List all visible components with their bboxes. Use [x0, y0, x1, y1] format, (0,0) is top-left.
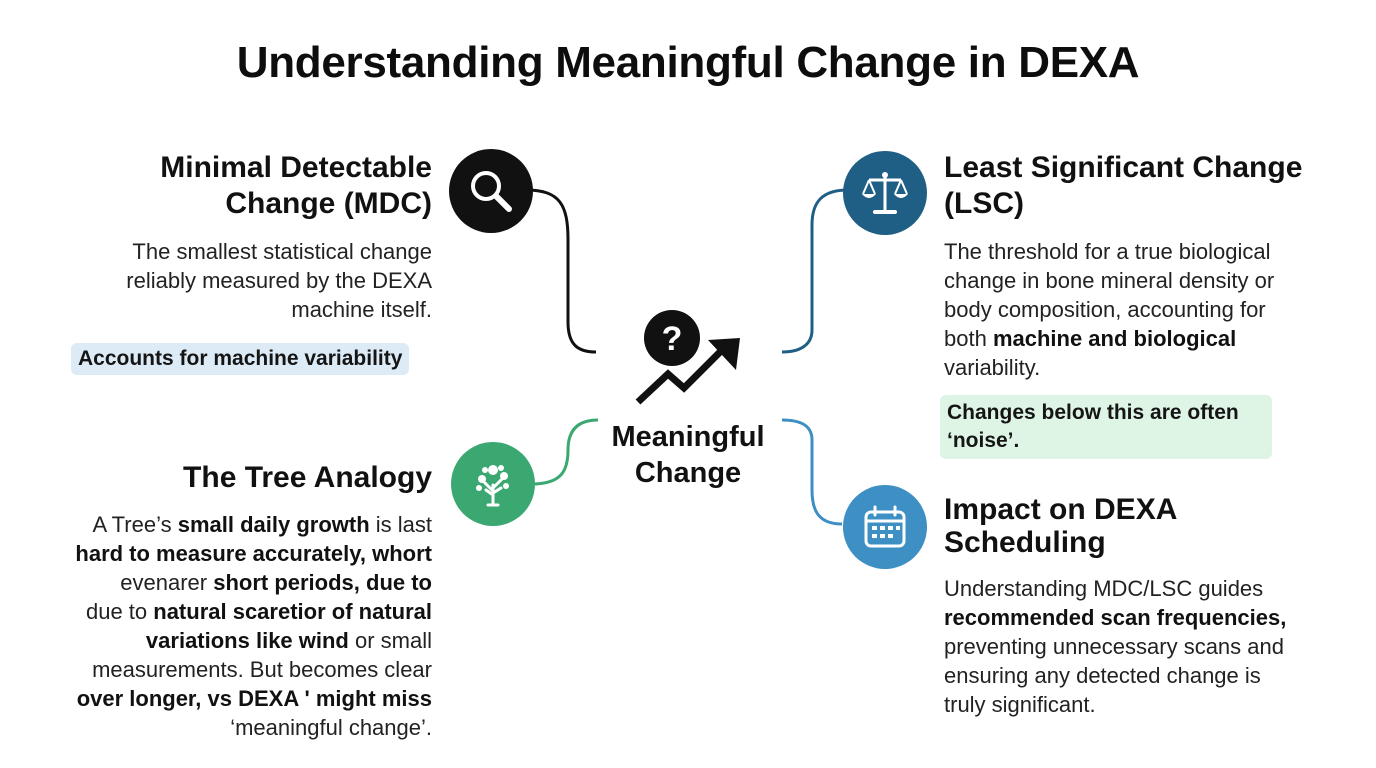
- magnifier-icon: [449, 149, 533, 233]
- mdc-description: The smallest statistical change reliably…: [126, 237, 432, 324]
- tree-description: A Tree’s small daily growth is last hard…: [75, 510, 432, 742]
- mdc-chip: Accounts for machine variability: [71, 343, 410, 375]
- mdc-heading: Minimal Detectable Change (MDC): [160, 150, 432, 222]
- center-label: Meaningful Change: [588, 419, 788, 491]
- mdc-body-line: The smallest statistical change: [132, 239, 432, 264]
- mdc-heading-line: Minimal Detectable: [160, 151, 432, 184]
- mdc-heading-line: Change (MDC): [225, 187, 432, 220]
- tree-icon: [451, 442, 535, 526]
- center-label-line: Meaningful: [611, 421, 765, 453]
- scale-icon: [843, 151, 927, 235]
- tree-line: over longer, vs DEXA ' might miss: [76, 686, 432, 711]
- lsc-chip: Changes below this are often ‘noise’.: [940, 395, 1272, 459]
- mdc-body-line: machine itself.: [291, 297, 432, 322]
- lsc-heading-line: Least Significant Change: [944, 151, 1303, 184]
- tree-heading: The Tree Analogy: [183, 461, 432, 494]
- impact-description: Understanding MDC/LSC guides recommended…: [944, 574, 1286, 719]
- impact-line: preventing unnecessary scans and: [944, 634, 1284, 659]
- page-title: Understanding Meaningful Change in DEXA: [236, 38, 1140, 87]
- impact-heading: Impact on DEXA Scheduling: [944, 493, 1177, 559]
- impact-line: recommended scan frequencies,: [944, 605, 1287, 630]
- lsc-description: The threshold for a true biological chan…: [944, 237, 1274, 382]
- center-label-line: Change: [634, 457, 742, 489]
- connector-mdc: [525, 188, 597, 354]
- lsc-line: body composition, accounting for: [944, 297, 1266, 322]
- connector-tree: [531, 418, 599, 486]
- lsc-chip-line: Changes below this are often: [947, 401, 1239, 424]
- impact-line: Understanding MDC/LSC guides: [944, 576, 1264, 601]
- lsc-line: The threshold for a true biological: [944, 239, 1271, 264]
- tree-line: measurements. But becomes clear: [92, 657, 432, 682]
- tree-line: ‘meaningful change’.: [230, 715, 432, 740]
- lsc-line: variability.: [944, 355, 1041, 380]
- tree-line: A Tree’s small daily growth is last: [92, 512, 433, 537]
- connector-impact: [781, 418, 843, 526]
- lsc-heading: Least Significant Change (LSC): [944, 150, 1302, 222]
- lsc-line: both machine and biological: [944, 326, 1237, 351]
- lsc-heading-line: (LSC): [944, 187, 1024, 220]
- connector-lsc: [781, 188, 849, 354]
- lsc-chip-line: ‘noise’.: [947, 429, 1020, 452]
- impact-heading-line: Scheduling: [944, 526, 1106, 559]
- impact-heading-line: Impact on DEXA: [944, 493, 1178, 526]
- svg-text:?: ?: [662, 320, 683, 358]
- calendar-icon: [843, 485, 927, 569]
- mdc-body-line: reliably measured by the DEXA: [126, 268, 432, 293]
- tree-line: variations like wind or small: [145, 628, 432, 653]
- impact-line: ensuring any detected change is: [944, 663, 1261, 688]
- question-trend-icon: ?: [632, 308, 744, 408]
- tree-line: hard to measure accurately, whort: [75, 541, 432, 566]
- tree-line: due to natural scaretior of natural: [85, 599, 432, 624]
- tree-line: evenarer short periods, due to: [120, 570, 432, 595]
- impact-line: truly significant.: [944, 692, 1096, 717]
- lsc-line: change in bone mineral density or: [944, 268, 1275, 293]
